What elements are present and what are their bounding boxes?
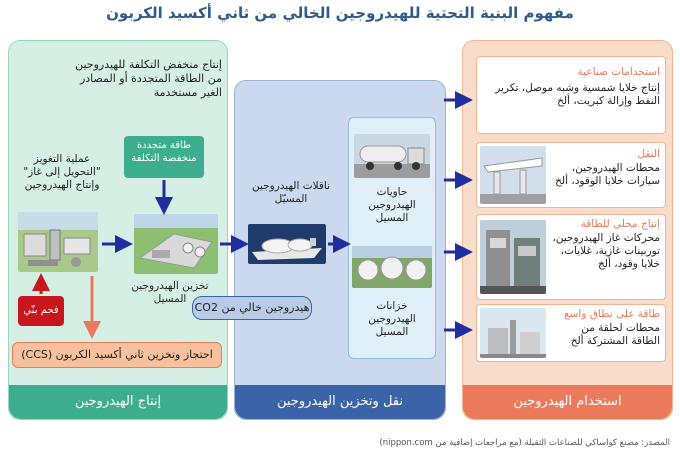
source-note: المصدر: مصنع كواساكي للصناعات الثقيلة (م… bbox=[220, 438, 670, 452]
